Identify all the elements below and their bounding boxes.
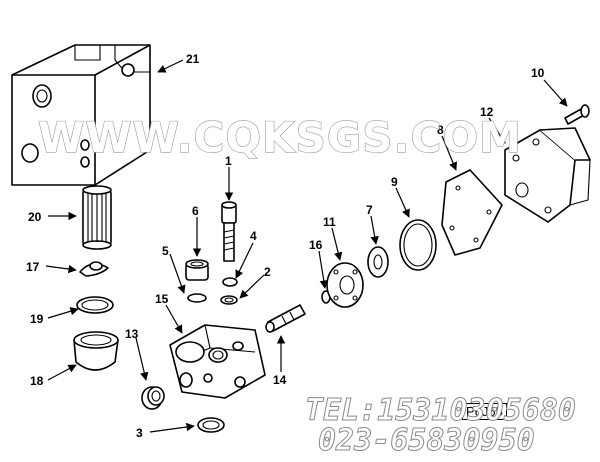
callout-16: 16	[309, 238, 323, 252]
part-2-washer	[220, 295, 238, 305]
part-11-flange	[326, 262, 364, 308]
part-14-shaft	[265, 304, 306, 333]
callout-10: 10	[531, 66, 545, 80]
callout-12: 12	[480, 105, 494, 119]
callout-6: 6	[192, 204, 199, 218]
callout-11: 11	[323, 215, 336, 229]
callout-21: 21	[186, 52, 200, 66]
contact-tel: TEL:15310305680	[305, 393, 577, 428]
part-12-cover	[504, 127, 591, 223]
callout-19: 19	[30, 312, 44, 326]
part-18-bowl	[73, 331, 119, 371]
callout-7: 7	[366, 203, 373, 217]
callout-9: 9	[391, 175, 398, 189]
contact-phone: 023-65830950	[318, 423, 536, 458]
callout-17: 17	[26, 260, 40, 274]
callout-2: 2	[264, 265, 271, 279]
callout-3: 3	[136, 426, 143, 440]
callout-8: 8	[437, 123, 444, 137]
part-3-washer	[197, 417, 225, 433]
callout-4: 4	[250, 229, 257, 243]
part-21-filter-head	[11, 44, 151, 186]
part-17-spring-clip	[79, 261, 109, 277]
part-19-o-ring	[76, 296, 114, 314]
part-7-washer	[367, 246, 389, 278]
callout-13: 13	[125, 327, 139, 341]
watermark-url: WWW.CQKSGS.COM	[38, 113, 522, 162]
part-20-filter-element	[82, 185, 112, 250]
part-5-washer	[187, 293, 207, 303]
part-13-knurled-plug	[141, 386, 165, 410]
callout-20: 20	[28, 210, 42, 224]
callout-18: 18	[30, 374, 44, 388]
callout-labels: 21 20 17 19 18 13 3 15 5 6 1 4 2 14 16 1…	[26, 52, 545, 440]
reference-code: P6J55	[462, 403, 507, 420]
callout-15: 15	[155, 292, 169, 306]
part-5-plug	[185, 259, 209, 281]
callout-1: 1	[225, 154, 232, 168]
part-4-washer	[222, 277, 238, 287]
part-10-screw	[564, 104, 590, 125]
callout-arrows	[45, 59, 568, 433]
callout-14: 14	[273, 373, 287, 387]
callout-5: 5	[162, 244, 169, 258]
part-9-o-ring	[399, 219, 437, 271]
part-1-bolt	[221, 201, 237, 262]
part-15-housing	[169, 324, 266, 399]
part-8-gasket	[441, 169, 503, 256]
